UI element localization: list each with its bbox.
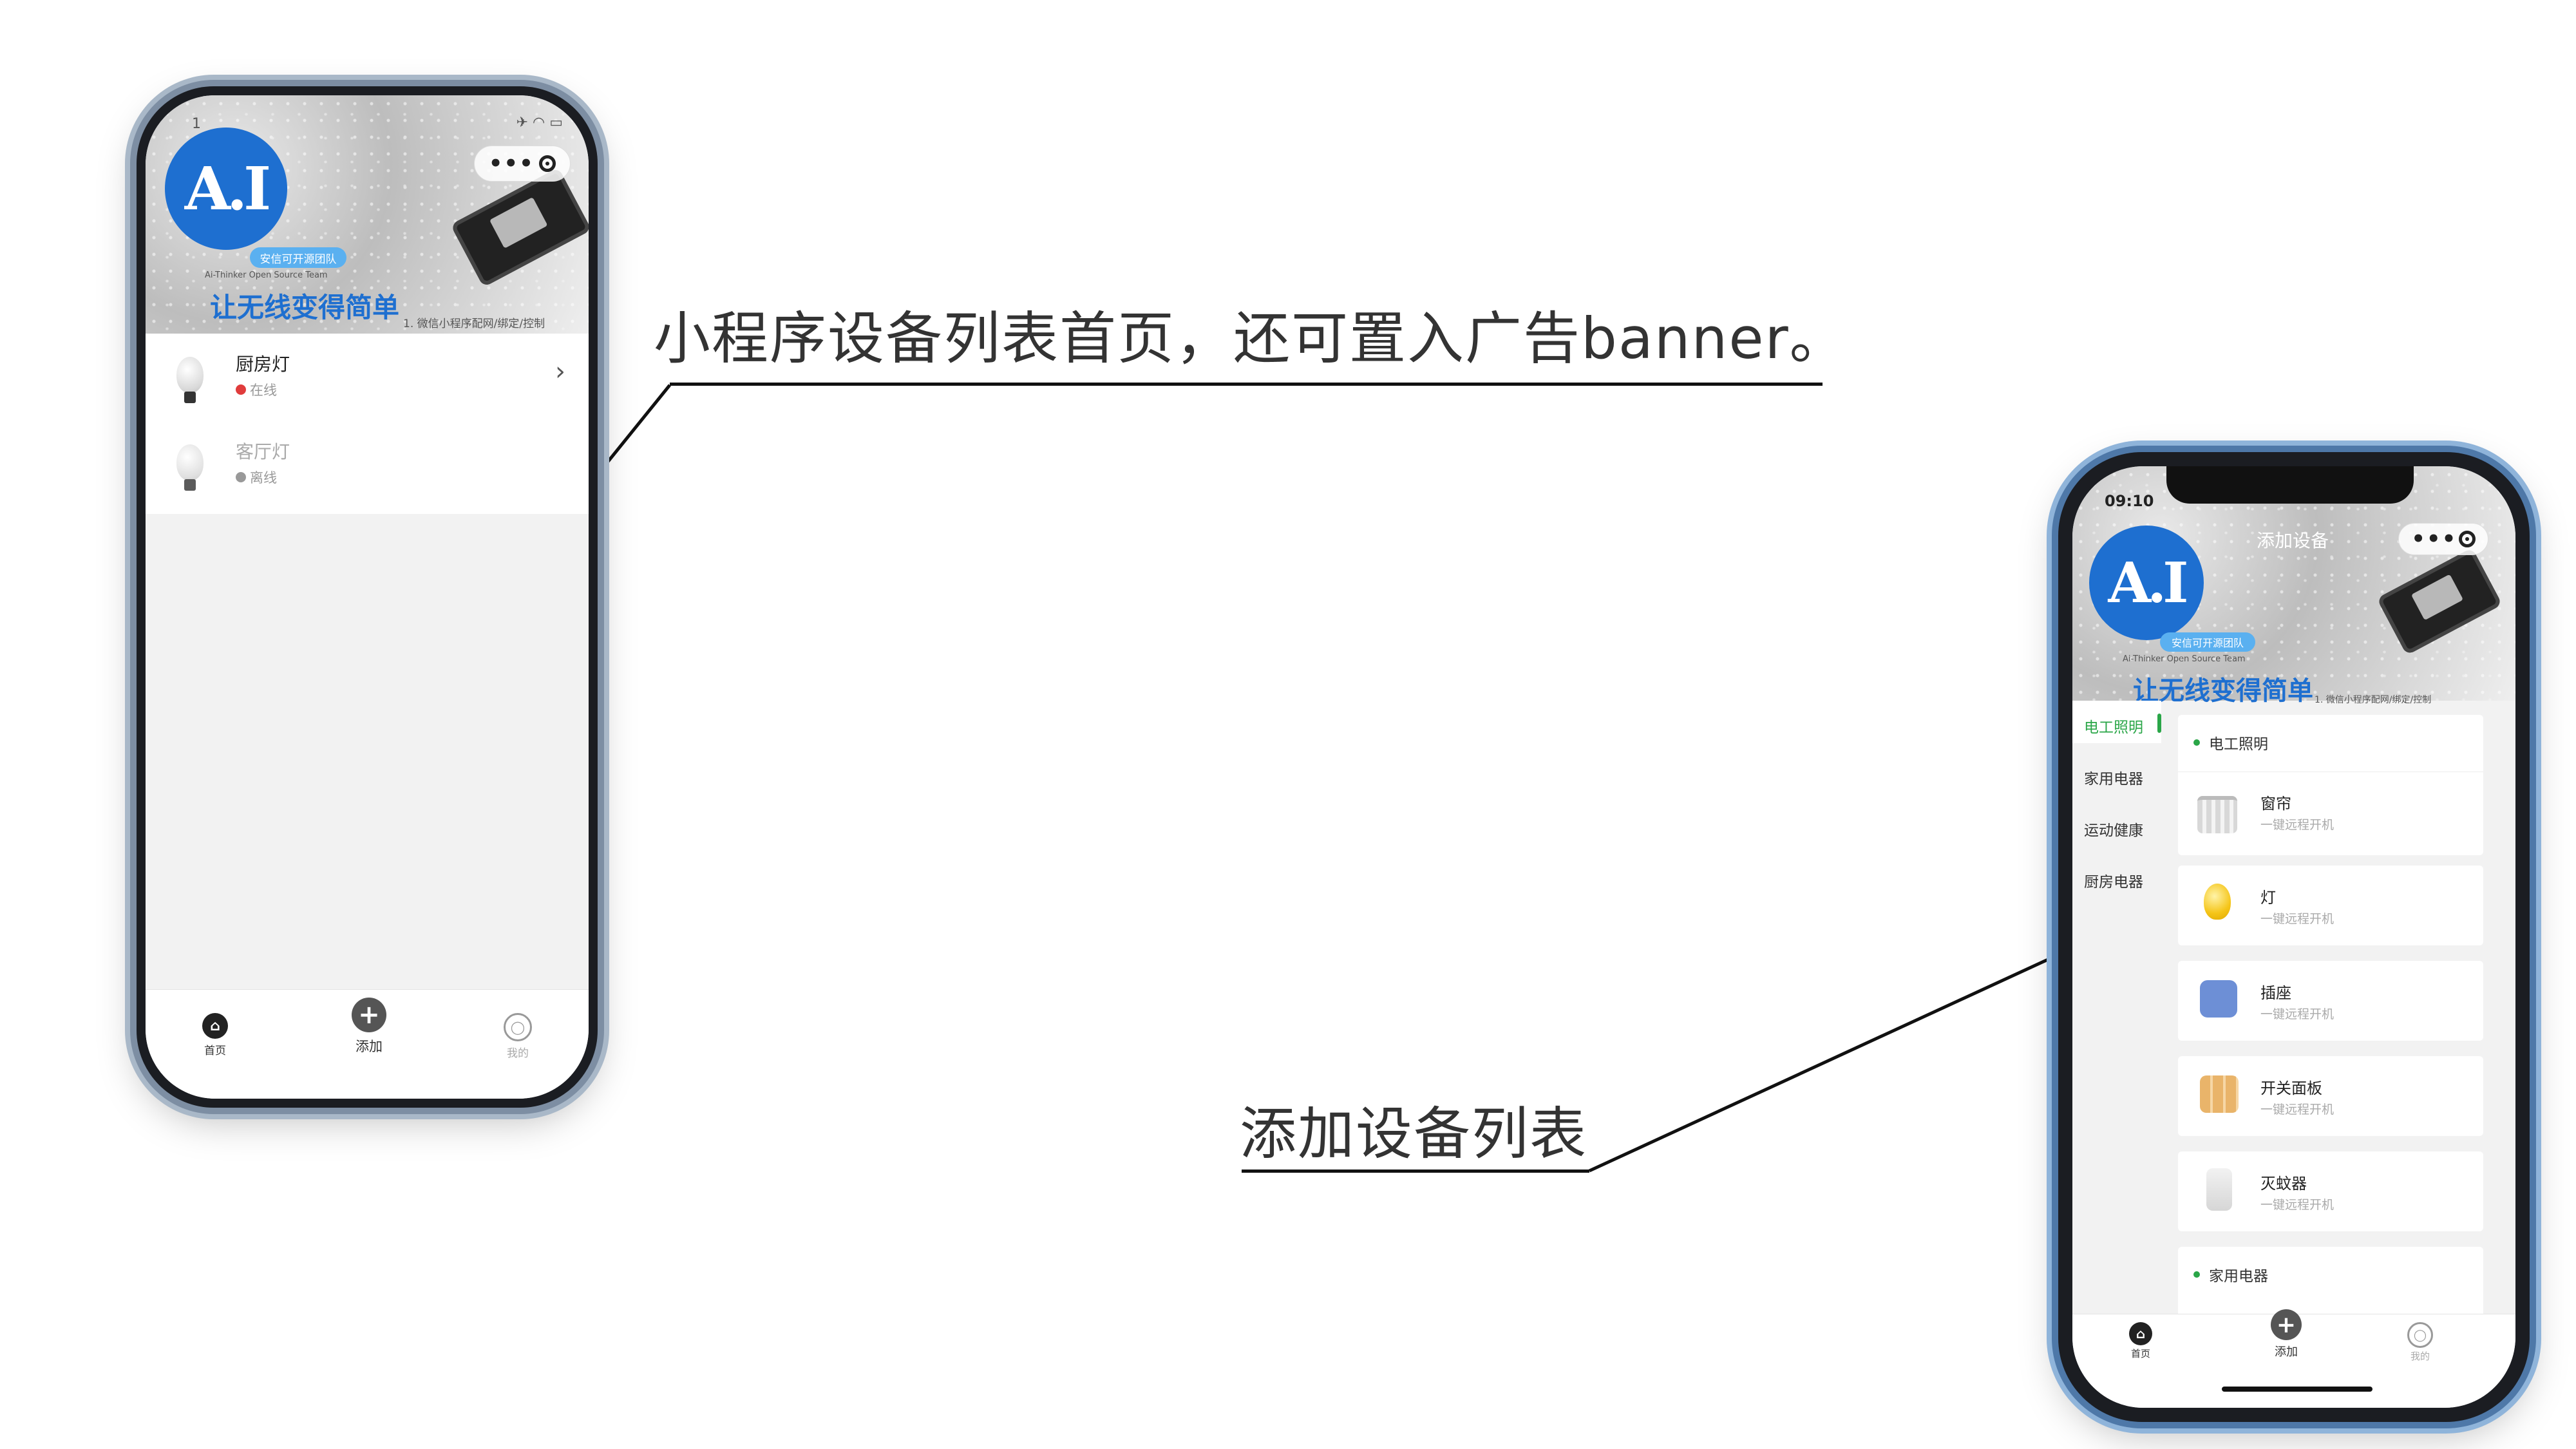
team-pill: 安信可开源团队	[250, 247, 346, 268]
section-title: 家用电器	[2193, 1264, 2268, 1285]
switch-panel-icon	[2200, 1075, 2239, 1113]
team-english: Ai-Thinker Open Source Team	[2123, 654, 2246, 664]
more-icon[interactable]: •••	[488, 151, 535, 176]
tab-bar: ⌂ 首页 + 添加 ◯ 我的	[2072, 1309, 2515, 1408]
home-icon: ⌂	[2129, 1322, 2152, 1345]
slogan-text: 让无线变得简单	[210, 292, 400, 323]
product-desc: 一键远程开机	[2260, 912, 2334, 926]
user-icon: ◯	[2407, 1322, 2433, 1348]
section-title: 电工照明	[2193, 732, 2268, 753]
close-target-icon[interactable]	[539, 155, 556, 172]
tab-add[interactable]: + 添加	[2271, 1309, 2302, 1359]
tab-home-label: 首页	[2130, 1348, 2150, 1359]
product-name: 开关面板	[2260, 1079, 2322, 1097]
device-status: 在线	[236, 380, 277, 399]
add-icon: +	[352, 998, 386, 1032]
product-card-switch-panel[interactable]: 开关面板 一键远程开机	[2178, 1056, 2483, 1136]
user-icon: ◯	[504, 1013, 532, 1041]
category-item-appliances[interactable]: 家用电器	[2084, 771, 2143, 788]
status-bar-right-icons: ✈ ◠ ▭	[516, 115, 563, 131]
mosquito-killer-icon	[2206, 1168, 2232, 1211]
online-dot	[236, 384, 246, 395]
device-name: 厨房灯	[236, 354, 290, 375]
device-status: 离线	[236, 468, 277, 487]
product-name[interactable]: 窗帘	[2260, 795, 2291, 813]
offline-dot	[236, 472, 246, 482]
product-name: 插座	[2260, 984, 2291, 1002]
device-list: 厨房灯 在线 › 客厅灯 离线	[146, 334, 589, 514]
esp-board-image	[450, 167, 589, 288]
tab-bar: ⌂ 首页 + 添加 ◯ 我的	[146, 989, 589, 1099]
section-dot	[2193, 739, 2200, 746]
product-card-socket[interactable]: 插座 一键远程开机	[2178, 961, 2483, 1041]
curtain-icon	[2197, 796, 2237, 833]
bulb-icon	[176, 357, 204, 403]
section-dot	[2193, 1271, 2200, 1278]
home-indicator	[2222, 1387, 2372, 1392]
product-desc: 一键远程开机	[2260, 1198, 2334, 1212]
product-desc: 一键远程开机	[2260, 818, 2334, 832]
home-screen: 1 ✈ ◠ ▭ A.I 安信可开源团队 Ai-Thinker Open Sour…	[146, 95, 589, 1099]
product-desc: 一键远程开机	[2260, 1007, 2334, 1021]
product-card-light[interactable]: 灯 一键远程开机	[2178, 866, 2483, 945]
add-icon: +	[2271, 1309, 2302, 1340]
section-card-lighting: 电工照明 窗帘 一键远程开机	[2178, 715, 2483, 855]
category-item-sports-health[interactable]: 运动健康	[2084, 822, 2143, 839]
tab-mine-label: 我的	[2410, 1350, 2430, 1362]
section-card-appliances: 家用电器	[2178, 1247, 2483, 1324]
feature-text: 1. 微信小程序配网/绑定/控制	[403, 317, 545, 330]
device-name: 客厅灯	[236, 441, 290, 462]
status-bar-left: 1	[192, 116, 201, 132]
socket-icon	[2200, 980, 2237, 1018]
miniprogram-capsule[interactable]: •••	[474, 146, 571, 182]
tab-home-label: 首页	[204, 1045, 226, 1057]
device-item[interactable]: 厨房灯 在线 ›	[146, 334, 589, 422]
esp-board-image	[2376, 547, 2503, 656]
ai-logo: A.I	[165, 128, 287, 250]
tab-add-label: 添加	[2275, 1345, 2298, 1359]
add-banner[interactable]: 09:10 添加设备 A.I 安信可开源团队 Ai-Thinker Open S…	[2072, 466, 2515, 706]
tab-mine-label: 我的	[507, 1047, 529, 1060]
bulb-icon	[176, 444, 204, 491]
home-banner[interactable]: 1 ✈ ◠ ▭ A.I 安信可开源团队 Ai-Thinker Open Sour…	[146, 95, 589, 334]
tab-home[interactable]: ⌂ 首页	[202, 1013, 228, 1057]
add-device-screen: 09:10 添加设备 A.I 安信可开源团队 Ai-Thinker Open S…	[2072, 466, 2515, 1408]
annotation-bottom-underline	[1242, 1170, 1589, 1173]
phone-frame-add: 09:10 添加设备 A.I 安信可开源团队 Ai-Thinker Open S…	[2058, 452, 2530, 1422]
product-card-mosquito-killer[interactable]: 灭蚊器 一键远程开机	[2178, 1151, 2483, 1231]
feature-text: 1. 微信小程序配网/绑定/控制	[2315, 695, 2432, 705]
team-pill: 安信可开源团队	[2160, 632, 2255, 652]
category-sidebar: 电工照明 家用电器 运动健康 厨房电器	[2072, 701, 2161, 913]
tab-add-label: 添加	[355, 1039, 383, 1054]
tab-mine[interactable]: ◯ 我的	[2407, 1322, 2433, 1363]
arrow-to-add-list	[1588, 921, 2132, 1173]
annotation-bottom-text: 添加设备列表	[1240, 1101, 1588, 1167]
page-title: 添加设备	[2257, 530, 2329, 551]
category-active-bg	[2072, 701, 2161, 743]
device-item[interactable]: 客厅灯 离线	[146, 422, 589, 511]
tab-home[interactable]: ⌂ 首页	[2129, 1322, 2152, 1360]
category-item-kitchen[interactable]: 厨房电器	[2084, 874, 2143, 891]
team-english: Ai-Thinker Open Source Team	[205, 270, 328, 280]
close-target-icon[interactable]	[2458, 531, 2476, 547]
bulb-icon	[2204, 884, 2231, 920]
product-desc: 一键远程开机	[2260, 1103, 2334, 1117]
phone-frame-home: 1 ✈ ◠ ▭ A.I 安信可开源团队 Ai-Thinker Open Sour…	[137, 86, 598, 1108]
category-item-lighting[interactable]: 电工照明	[2084, 719, 2143, 736]
product-name: 灯	[2260, 889, 2276, 907]
annotation-top-underline	[670, 383, 1823, 386]
notch	[2166, 466, 2414, 504]
slogan-text: 让无线变得简单	[2133, 676, 2313, 706]
annotation-top-text: 小程序设备列表首页，还可置入广告banner。	[654, 305, 1848, 372]
ai-logo: A.I	[2089, 526, 2204, 640]
tab-mine[interactable]: ◯ 我的	[504, 1013, 532, 1060]
status-time: 09:10	[2105, 492, 2154, 510]
tab-add[interactable]: + 添加	[352, 998, 386, 1056]
product-name: 灭蚊器	[2260, 1175, 2307, 1193]
category-active-bar	[2157, 714, 2161, 733]
chevron-right-icon: ›	[555, 357, 565, 386]
miniprogram-capsule[interactable]: •••	[2398, 523, 2488, 555]
more-icon[interactable]: •••	[2411, 526, 2458, 552]
home-icon: ⌂	[202, 1013, 228, 1039]
